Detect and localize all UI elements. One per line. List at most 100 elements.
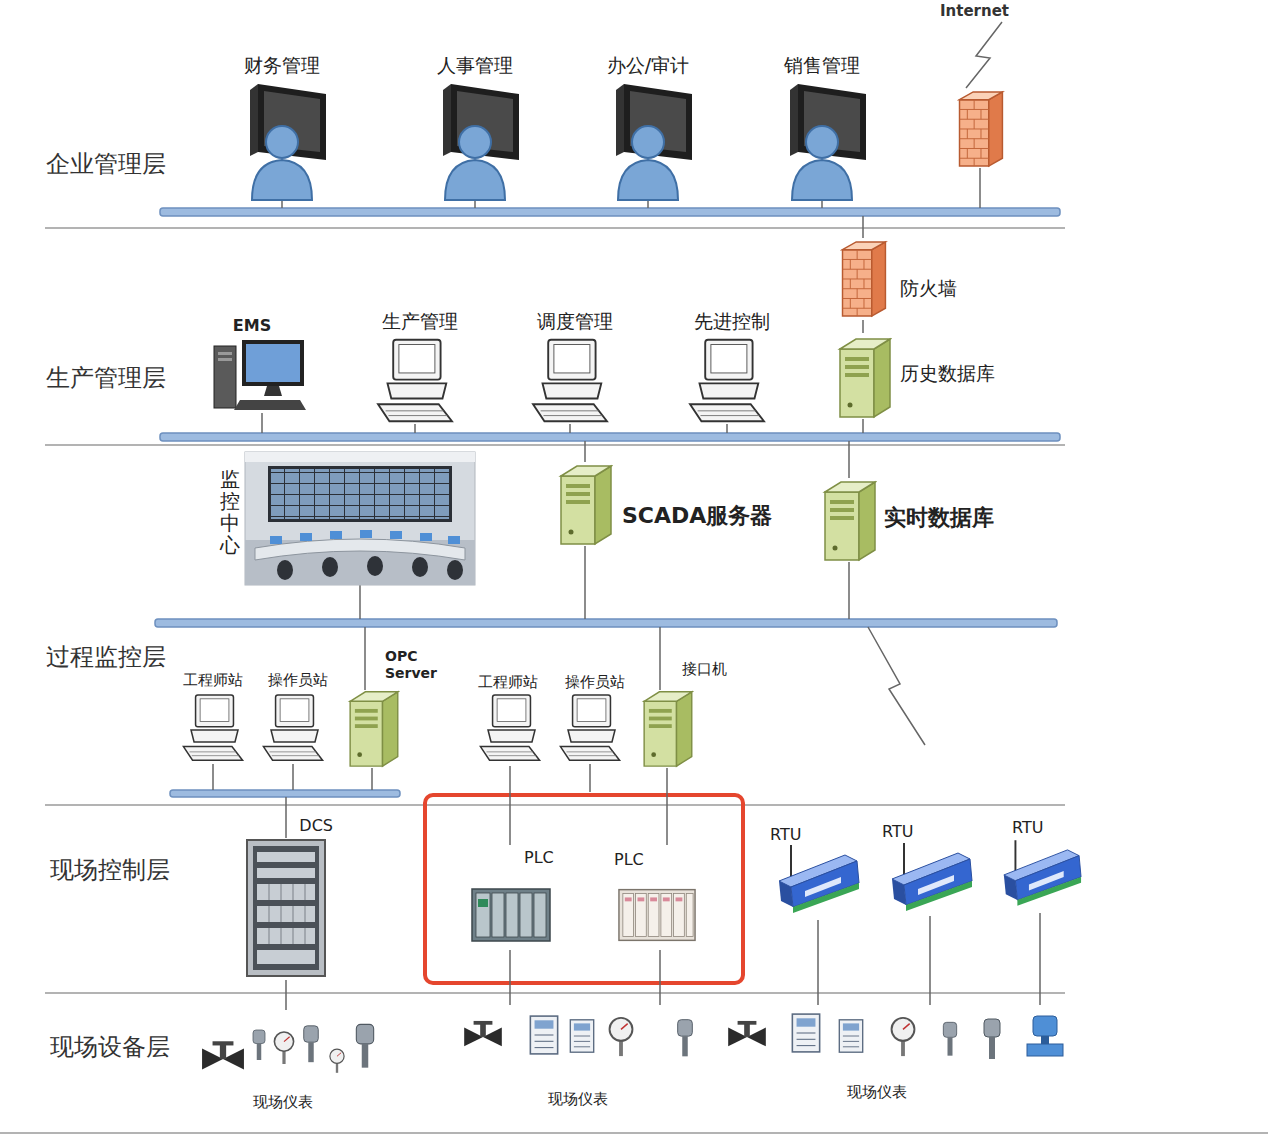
workstation-icon bbox=[183, 695, 242, 760]
device-node: 先进控制 bbox=[680, 307, 775, 430]
device-node: 实时数据库 bbox=[815, 474, 997, 566]
plc-icon bbox=[472, 889, 550, 941]
device-node: 办公/审计 bbox=[600, 50, 695, 202]
node-label: 先进控制 bbox=[694, 310, 770, 333]
decor-shape bbox=[304, 1026, 319, 1062]
network-link bbox=[509, 766, 511, 845]
decor-shape bbox=[584, 441, 586, 462]
decor-shape bbox=[160, 433, 1060, 441]
user-terminal-icon bbox=[250, 84, 326, 200]
decor-shape bbox=[160, 208, 1060, 216]
network-link bbox=[817, 920, 819, 1005]
workstation-icon bbox=[263, 695, 322, 760]
decor-shape bbox=[360, 530, 372, 538]
device-node: 调度管理 bbox=[523, 307, 618, 430]
device-node: 销售管理 bbox=[775, 50, 870, 202]
node-label: 调度管理 bbox=[537, 310, 613, 333]
device-node: 现场仪表 bbox=[195, 1010, 395, 1122]
decor-shape bbox=[292, 764, 294, 790]
decor-shape bbox=[610, 1018, 633, 1056]
decor-shape bbox=[647, 200, 649, 208]
server-icon bbox=[561, 466, 611, 544]
decor-shape bbox=[170, 790, 400, 797]
decor-shape bbox=[0, 1132, 1268, 1134]
decor-shape bbox=[792, 1014, 819, 1052]
plc-icon bbox=[619, 890, 695, 941]
decor-shape bbox=[45, 992, 1065, 994]
decor-shape bbox=[728, 1021, 766, 1046]
workstation-icon bbox=[480, 695, 539, 760]
node-label: 生产管理 bbox=[382, 310, 458, 333]
device-node: PLC bbox=[608, 845, 703, 950]
decor-shape bbox=[270, 530, 460, 544]
device-node: 历史数据库 bbox=[835, 333, 998, 419]
decor-shape bbox=[984, 1019, 1000, 1059]
network-link bbox=[929, 916, 931, 1005]
decor-shape bbox=[330, 531, 342, 539]
decor-shape bbox=[966, 22, 1002, 88]
network-buses bbox=[155, 208, 1060, 797]
decor-shape bbox=[420, 533, 432, 541]
node-label: 办公/审计 bbox=[607, 54, 689, 77]
node-label: PLC bbox=[524, 848, 554, 867]
workstation-icon bbox=[378, 340, 452, 421]
device-node: 人事管理 bbox=[428, 50, 523, 202]
decor-shape bbox=[943, 1022, 956, 1055]
node-label: 实时数据库 bbox=[884, 505, 994, 531]
network-link bbox=[659, 950, 661, 1005]
decor-shape bbox=[821, 200, 823, 208]
device-node: 操作员站 bbox=[258, 668, 334, 766]
decor-shape bbox=[202, 1041, 244, 1069]
decor-shape bbox=[412, 557, 428, 577]
decor-shape bbox=[447, 560, 463, 580]
decor-shape bbox=[892, 1018, 915, 1056]
network-link bbox=[509, 950, 511, 1005]
node-label: RTU bbox=[770, 825, 801, 844]
workstation-icon bbox=[560, 695, 619, 760]
workstation-icon bbox=[533, 340, 607, 421]
decor-shape bbox=[589, 764, 591, 792]
decor-shape bbox=[212, 764, 214, 790]
node-label: 现场仪表 bbox=[847, 1083, 907, 1101]
device-node: EMS bbox=[205, 313, 315, 415]
decor-shape bbox=[255, 539, 465, 560]
decor-shape bbox=[371, 768, 373, 790]
node-label: 工程师站 bbox=[478, 673, 538, 691]
decor-shape bbox=[268, 466, 452, 522]
dcs-cabinet-icon bbox=[247, 840, 325, 976]
decor-shape bbox=[277, 560, 293, 580]
device-node: OPC Server bbox=[345, 645, 440, 768]
device-node: PLC bbox=[465, 845, 560, 950]
decor-shape bbox=[45, 444, 1065, 446]
decor-shape bbox=[868, 627, 925, 745]
decor-shape bbox=[359, 585, 361, 619]
decor-shape bbox=[261, 413, 263, 433]
server-icon bbox=[840, 339, 890, 417]
device-node: DCS bbox=[240, 813, 336, 980]
device-node: 现场仪表 bbox=[715, 1005, 1075, 1110]
node-label: 操作员站 bbox=[268, 671, 328, 689]
device-node: 财务管理 bbox=[235, 50, 330, 202]
decor-shape bbox=[474, 200, 476, 208]
user-terminal-icon bbox=[443, 84, 519, 200]
decor-shape bbox=[530, 1016, 557, 1054]
layer-name: 现场设备层 bbox=[50, 1033, 170, 1062]
layer-name: 生产管理层 bbox=[46, 364, 166, 393]
decor-shape bbox=[979, 168, 981, 208]
device-node: 监控中心 bbox=[215, 450, 480, 588]
device-node: 现场仪表 bbox=[450, 1005, 705, 1117]
decor-shape bbox=[414, 424, 416, 433]
rtu-icon bbox=[892, 843, 972, 911]
node-label: PLC bbox=[614, 850, 644, 869]
network-link bbox=[285, 980, 287, 1010]
decor-shape bbox=[448, 536, 460, 544]
device-node: 接口机 bbox=[638, 656, 730, 768]
decor-shape bbox=[569, 424, 571, 433]
device-node: RTU bbox=[875, 818, 975, 916]
node-label: 财务管理 bbox=[244, 54, 320, 77]
decor-shape bbox=[271, 469, 449, 519]
node-label: RTU bbox=[882, 822, 913, 841]
decor-shape bbox=[464, 1021, 502, 1046]
